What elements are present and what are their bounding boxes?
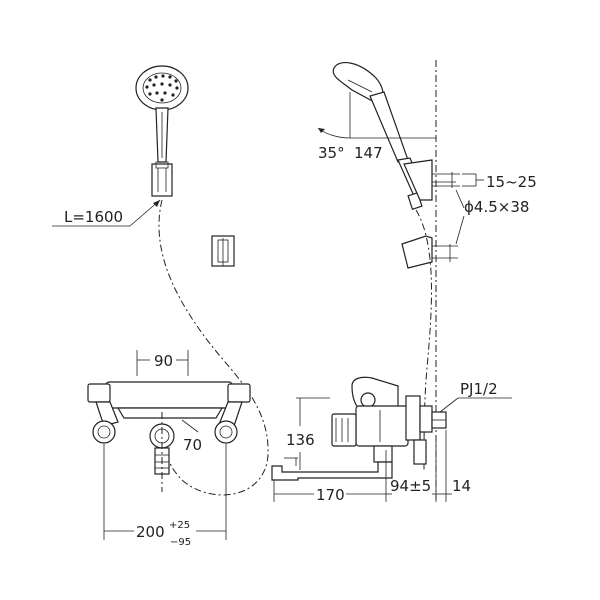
- eccentric-label: 70: [183, 436, 202, 454]
- wall-bracket-front: [211, 235, 235, 267]
- spray-nozzles-icon: [145, 74, 179, 102]
- hose-length-label: L=1600: [64, 208, 123, 226]
- tolerance-plus: +25: [169, 520, 190, 531]
- body-depth-label: 94±5: [390, 477, 431, 495]
- mount-base-label: 200: [136, 523, 165, 541]
- wall-hook-upper: [403, 159, 460, 201]
- shower-hook-front: [151, 161, 173, 197]
- dimension-angle-147: 35° 147: [317, 92, 436, 162]
- dimension-15-25: 15~25: [462, 173, 537, 191]
- dimension-90: 90: [136, 350, 189, 376]
- spout-length-label: 170: [316, 486, 345, 504]
- side-view: 35° 147 15~25 ϕ4.5×38: [271, 60, 537, 504]
- hose-path-side: [415, 209, 432, 471]
- screw-label: ϕ4.5×38: [464, 198, 529, 216]
- pipe-thread-callout: PJ1/2: [439, 380, 512, 413]
- outlet-height-label: 136: [286, 431, 315, 449]
- front-view: L=1600 90: [52, 65, 269, 548]
- pipe-thread-label: PJ1/2: [460, 380, 498, 398]
- dimension-70: 70: [181, 419, 202, 454]
- shower-head-front: [135, 65, 189, 163]
- tolerance-minus: −95: [170, 537, 191, 548]
- wall-hook-lower: [401, 235, 458, 269]
- head-length-label: 147: [354, 144, 383, 162]
- dimension-136: 136: [286, 397, 330, 470]
- dimension-bottom-row: 170 94±5 14: [273, 430, 471, 504]
- angle-label: 35°: [318, 144, 345, 162]
- dimension-screw: ϕ4.5×38: [455, 189, 529, 245]
- wall-offset-label: 14: [452, 477, 471, 495]
- dimension-200: 200 +25 −95: [103, 444, 227, 548]
- shower-head-side: [332, 61, 425, 210]
- mixer-body-front: [87, 381, 251, 475]
- bracket-spacing-label: 15~25: [486, 173, 537, 191]
- center-spacing-label: 90: [154, 352, 173, 370]
- mixer-body-side: [271, 376, 447, 481]
